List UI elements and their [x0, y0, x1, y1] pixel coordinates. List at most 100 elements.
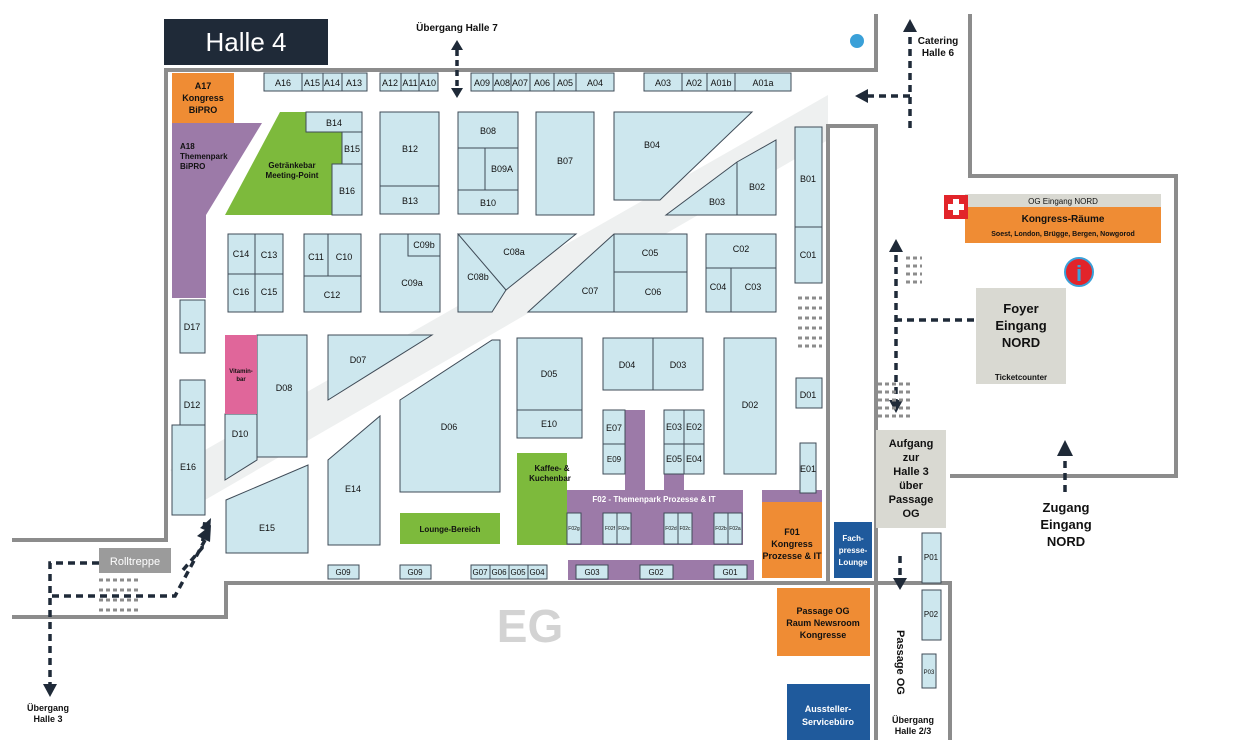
booth-a10[interactable]: A10	[420, 78, 436, 88]
booth-e02[interactable]: E02	[686, 422, 702, 432]
booth-p03[interactable]: P03	[924, 670, 935, 676]
booth-b04[interactable]: B04	[644, 140, 660, 150]
booth-a11[interactable]: A11	[402, 78, 417, 88]
booth-b13[interactable]: B13	[402, 196, 418, 206]
booth-e15[interactable]: E15	[259, 523, 275, 533]
booth-a02[interactable]: A02	[686, 78, 702, 88]
fachpresse-lounge[interactable]	[834, 522, 872, 578]
booth-e16[interactable]: E16	[180, 462, 196, 472]
booth-c08b[interactable]: C08b	[467, 272, 489, 282]
booth-a03[interactable]: A03	[655, 78, 671, 88]
kaffee-kuchenbar[interactable]	[517, 453, 567, 545]
booth-b07[interactable]: B07	[557, 156, 573, 166]
booth-c02[interactable]: C02	[733, 244, 750, 254]
booth-c06[interactable]: C06	[645, 287, 662, 297]
booth-a07[interactable]: A07	[512, 78, 528, 88]
booth-a15[interactable]: A15	[304, 78, 320, 88]
booth-g09-west[interactable]: G09	[335, 568, 351, 577]
rolltreppe[interactable]	[99, 548, 171, 573]
booth-c12[interactable]: C12	[324, 290, 341, 300]
booth-c15[interactable]: C15	[261, 287, 278, 297]
booth-c01[interactable]: C01	[800, 250, 817, 260]
booth-g07[interactable]: G07	[472, 568, 488, 577]
booth-b09a[interactable]: B09A	[491, 164, 513, 174]
booth-f02g[interactable]: F02g	[568, 526, 580, 532]
booth-d07[interactable]: D07	[350, 355, 367, 365]
booth-g05[interactable]: G05	[510, 568, 526, 577]
booth-d04[interactable]: D04	[619, 360, 636, 370]
booth-e10[interactable]: E10	[541, 419, 557, 429]
booth-c14[interactable]: C14	[233, 249, 250, 259]
aussteller-servicebuero[interactable]	[787, 684, 870, 740]
booth-d08[interactable]: D08	[276, 383, 293, 393]
booth-c07[interactable]: C07	[582, 286, 599, 296]
booth-b16[interactable]: B16	[339, 186, 355, 196]
booth-c09b[interactable]: C09b	[413, 240, 435, 250]
booth-c03[interactable]: C03	[745, 282, 762, 292]
booth-c13[interactable]: C13	[261, 250, 278, 260]
booth-e01[interactable]: E01	[800, 464, 816, 474]
booth-c16[interactable]: C16	[233, 287, 250, 297]
booth-a04[interactable]: A04	[587, 78, 603, 88]
booth-a13[interactable]: A13	[346, 78, 362, 88]
booth-e09[interactable]: E09	[607, 455, 622, 464]
booth-e07[interactable]: E07	[606, 423, 622, 433]
booth-c08a[interactable]: C08a	[503, 247, 525, 257]
kongress-bipro[interactable]	[172, 73, 234, 123]
booth-e14[interactable]: E14	[345, 484, 361, 494]
booth-b02[interactable]: B02	[749, 182, 765, 192]
booth-e04[interactable]: E04	[686, 454, 702, 464]
getraenkebar-meeting-point[interactable]	[225, 112, 342, 215]
booth-c04[interactable]: C04	[710, 282, 727, 292]
booth-p02[interactable]: P02	[924, 610, 939, 619]
booth-f02c[interactable]: F02c	[679, 526, 691, 532]
booth-g06[interactable]: G06	[491, 568, 507, 577]
booth-g02[interactable]: G02	[648, 568, 664, 577]
booth-f02b[interactable]: F02b	[715, 526, 727, 532]
booth-a01b[interactable]: A01b	[710, 78, 731, 88]
booth-g09-east[interactable]: G09	[407, 568, 423, 577]
booth-c11[interactable]: C11	[308, 252, 324, 262]
booth-d05[interactable]: D05	[541, 369, 558, 379]
booth-p01[interactable]: P01	[924, 553, 939, 562]
booth-e03[interactable]: E03	[666, 422, 682, 432]
foyer-eingang-nord[interactable]	[976, 288, 1066, 384]
booth-b12[interactable]: B12	[402, 144, 418, 154]
booth-b03[interactable]: B03	[709, 197, 725, 207]
vitamin-bar[interactable]	[225, 335, 257, 414]
booth-a16[interactable]: A16	[275, 78, 291, 88]
themenpark-bipro[interactable]	[172, 123, 262, 298]
booth-c10[interactable]: C10	[336, 252, 353, 262]
kongress-raeume[interactable]	[965, 207, 1161, 243]
booth-a14[interactable]: A14	[324, 78, 340, 88]
booth-d10[interactable]: D10	[232, 429, 249, 439]
booth-d03[interactable]: D03	[670, 360, 687, 370]
booth-c05[interactable]: C05	[642, 248, 659, 258]
booth-b10[interactable]: B10	[480, 198, 496, 208]
booth-d12[interactable]: D12	[184, 400, 201, 410]
booth-g01[interactable]: G01	[722, 568, 738, 577]
booth-a09[interactable]: A09	[474, 78, 490, 88]
booth-d02[interactable]: D02	[742, 400, 759, 410]
booth-g03[interactable]: G03	[584, 568, 600, 577]
booth-a08[interactable]: A08	[494, 78, 510, 88]
booth-b01[interactable]: B01	[800, 174, 816, 184]
booth-a05[interactable]: A05	[557, 78, 573, 88]
kongress-prozesse-it[interactable]	[762, 502, 822, 578]
booth-c09a[interactable]: C09a	[401, 278, 423, 288]
booth-a06[interactable]: A06	[534, 78, 550, 88]
aufgang-halle3[interactable]	[876, 430, 946, 528]
booth-a01a[interactable]: A01a	[752, 78, 773, 88]
booth-d06[interactable]: D06	[441, 422, 458, 432]
booth-d17[interactable]: D17	[184, 322, 201, 332]
booth-f02e[interactable]: F02e	[618, 526, 630, 532]
booth-b14[interactable]: B14	[326, 118, 342, 128]
booth-d01[interactable]: D01	[800, 390, 817, 400]
info-icon[interactable]	[1064, 257, 1094, 287]
booth-f02f[interactable]: F02f	[605, 526, 616, 532]
lounge-bereich[interactable]	[400, 513, 500, 544]
booth-f02d[interactable]: F02d	[665, 526, 677, 532]
booth-g04[interactable]: G04	[529, 568, 545, 577]
passage-og-newsroom[interactable]	[777, 588, 870, 656]
booth-b08[interactable]: B08	[480, 126, 496, 136]
